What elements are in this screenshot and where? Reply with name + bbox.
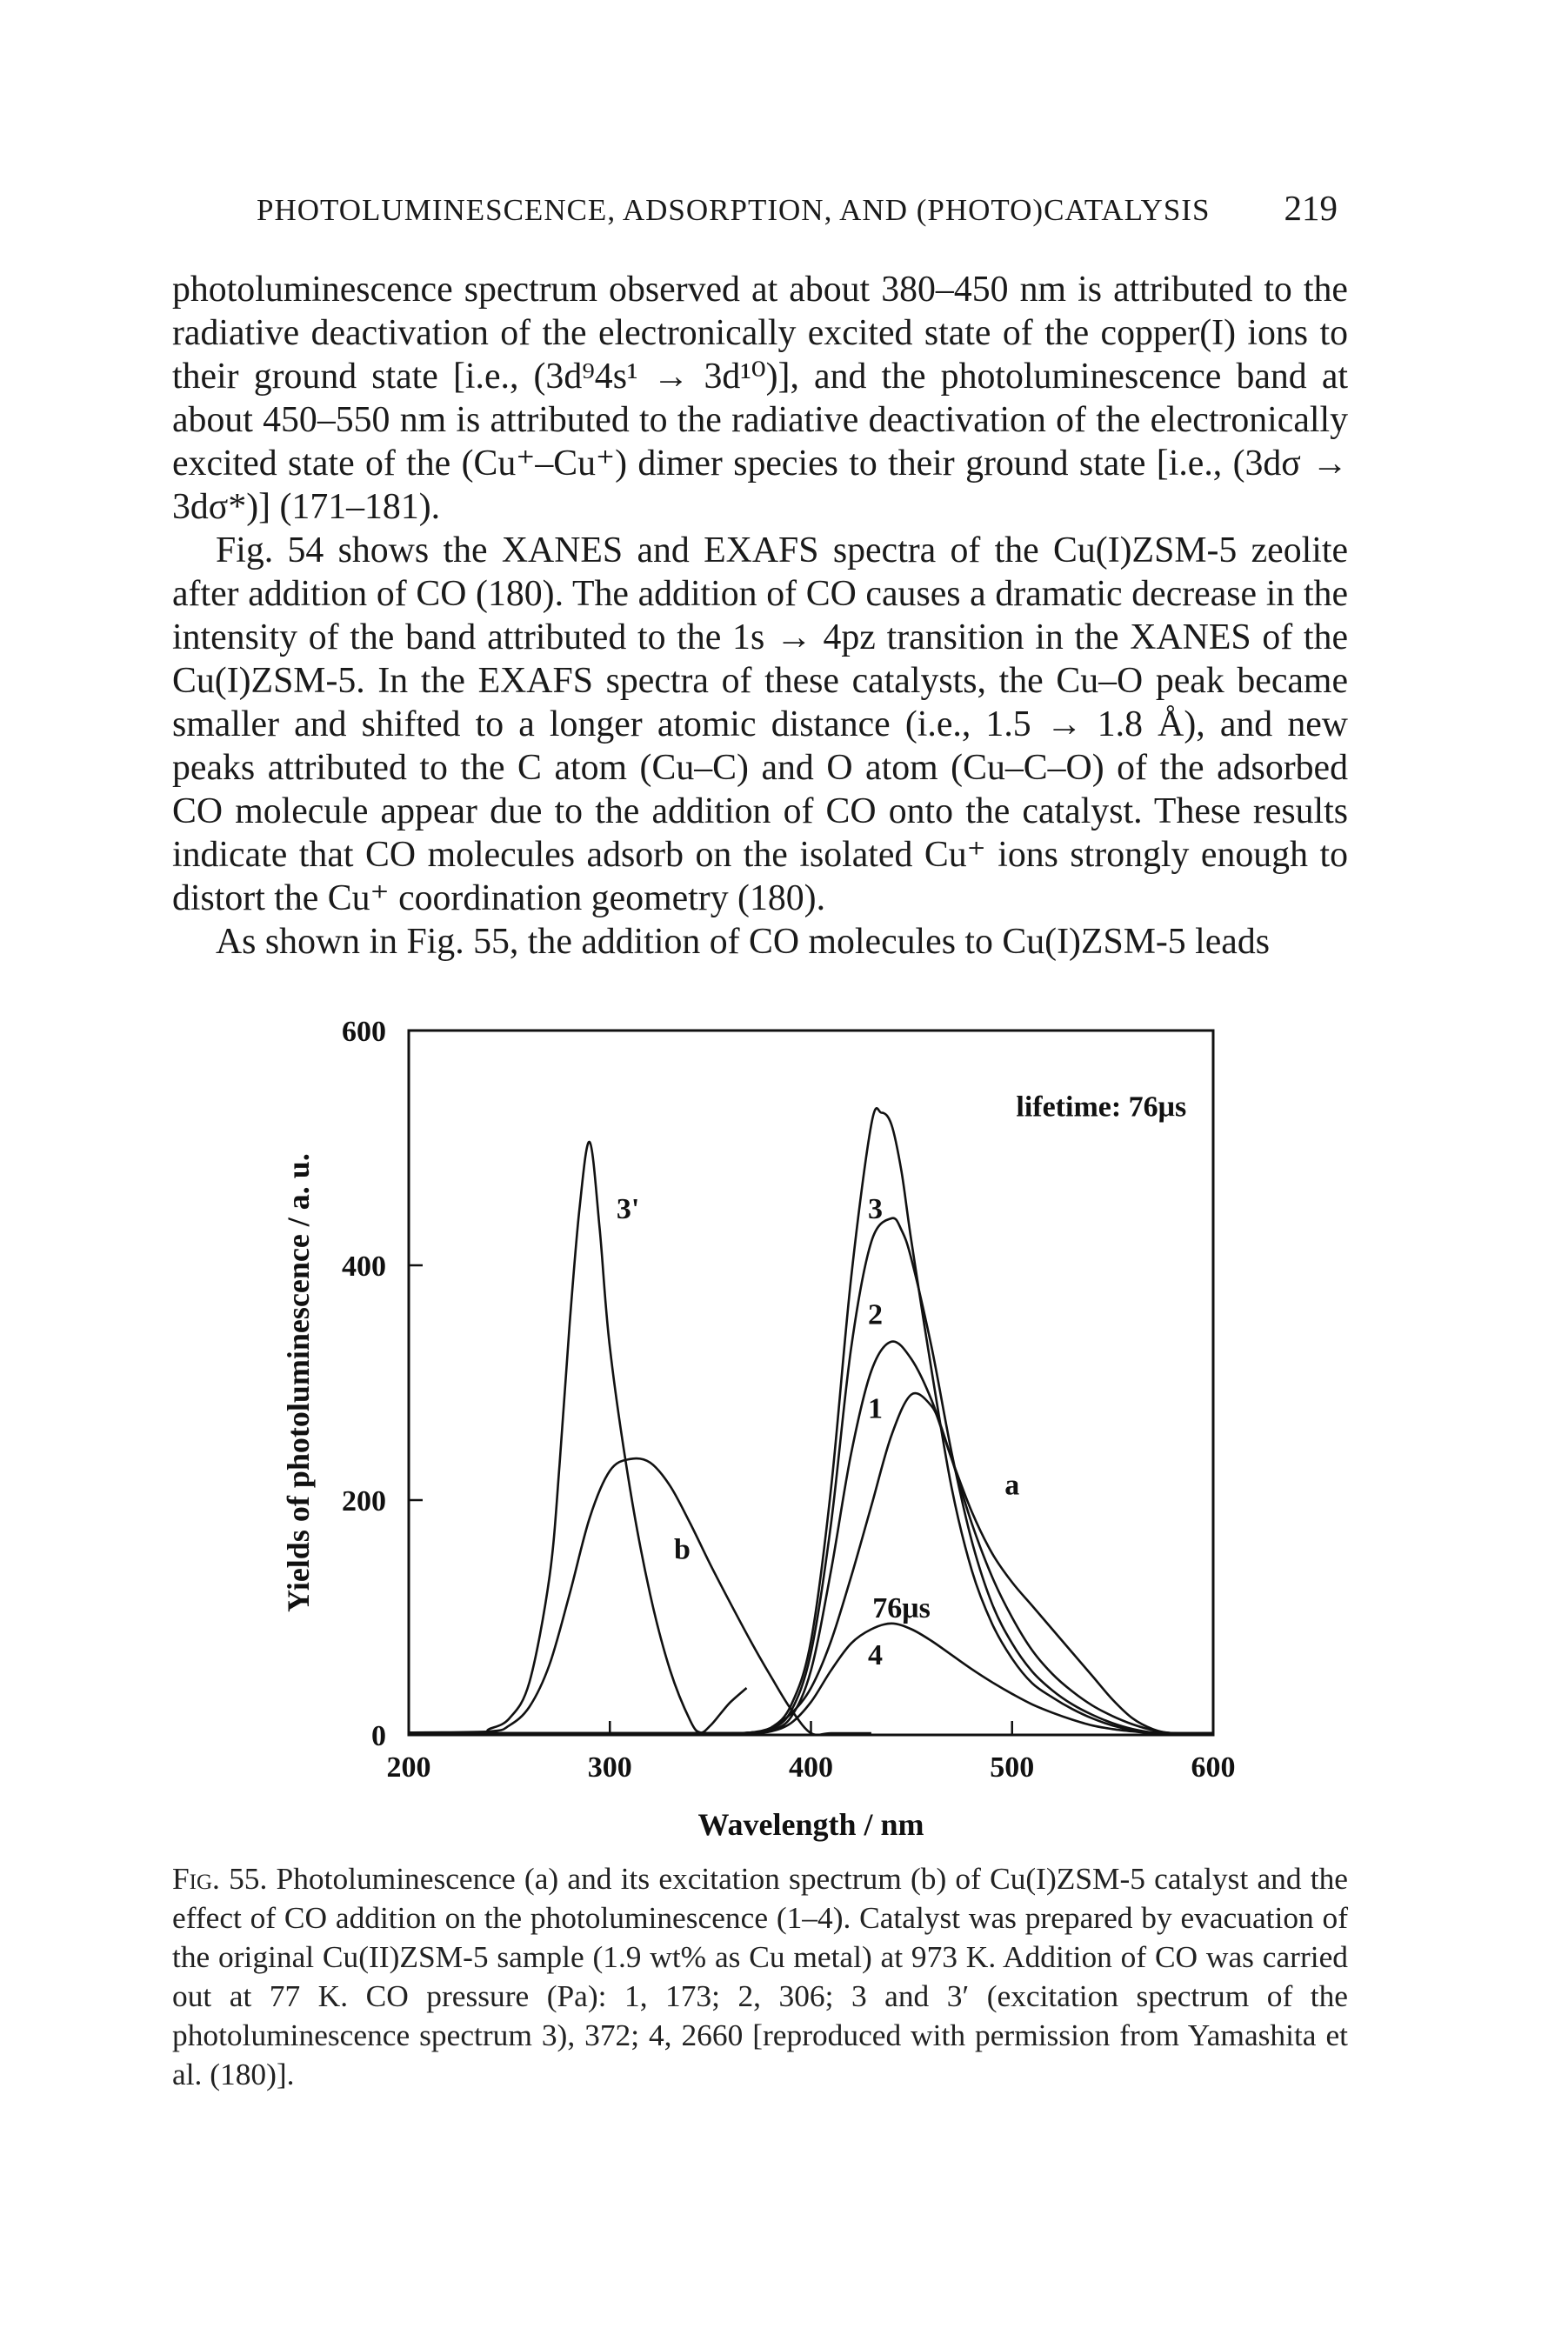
x-tick-label: 500 (990, 1751, 1034, 1784)
paragraph-2: Fig. 54 shows the XANES and EXAFS spectr… (172, 530, 1348, 918)
x-tick-label: 200 (387, 1751, 431, 1784)
chart-annotation: 76μs (872, 1592, 931, 1624)
body-text: photoluminescence spectrum observed at a… (172, 268, 1348, 964)
y-tick-label: 200 (342, 1485, 386, 1518)
plot-frame (407, 1029, 1215, 1737)
page-number: 219 (1284, 188, 1338, 228)
x-tick-label: 400 (789, 1751, 833, 1784)
curve-label: 3 (868, 1193, 883, 1225)
x-axis-label: Wavelength / nm (697, 1807, 924, 1842)
paragraph-3: As shown in Fig. 55, the addition of CO … (216, 922, 1271, 962)
curve-label: b (674, 1534, 691, 1566)
y-tick-label: 400 (342, 1251, 386, 1283)
y-axis-label: Yields of photoluminescence / a. u. (281, 1153, 316, 1612)
curve-label: a (1004, 1469, 1019, 1501)
curve-label: 1 (868, 1393, 883, 1425)
curve-label: 3' (617, 1193, 639, 1225)
figure-caption: Fig. 55. Photoluminescence (a) and its e… (172, 1859, 1348, 2094)
chart-annotation: lifetime: 76μs (1016, 1091, 1186, 1124)
series-line-5 (408, 1391, 1214, 1735)
series-line-0 (408, 1140, 748, 1734)
caption-text: Photoluminescence (a) and its excitation… (172, 1861, 1348, 2091)
series-line-3 (408, 1217, 1214, 1735)
y-tick-label: 600 (342, 1016, 386, 1048)
running-head: PHOTOLUMINESCENCE, ADSORPTION, AND (PHOT… (257, 187, 1338, 229)
y-tick-label: 0 (371, 1720, 386, 1752)
running-head-title: PHOTOLUMINESCENCE, ADSORPTION, AND (PHOT… (257, 193, 1211, 227)
x-tick-label: 600 (1191, 1751, 1236, 1784)
series-line-6 (408, 1622, 1213, 1735)
x-tick-label: 300 (588, 1751, 632, 1784)
caption-label: Fig. 55. (172, 1861, 268, 1896)
curve-label: 2 (868, 1299, 883, 1331)
curve-label: 4 (868, 1639, 883, 1671)
paragraph-1: photoluminescence spectrum observed at a… (172, 270, 1348, 527)
series-line-1 (408, 1457, 871, 1737)
series-line-2 (408, 1107, 1214, 1735)
